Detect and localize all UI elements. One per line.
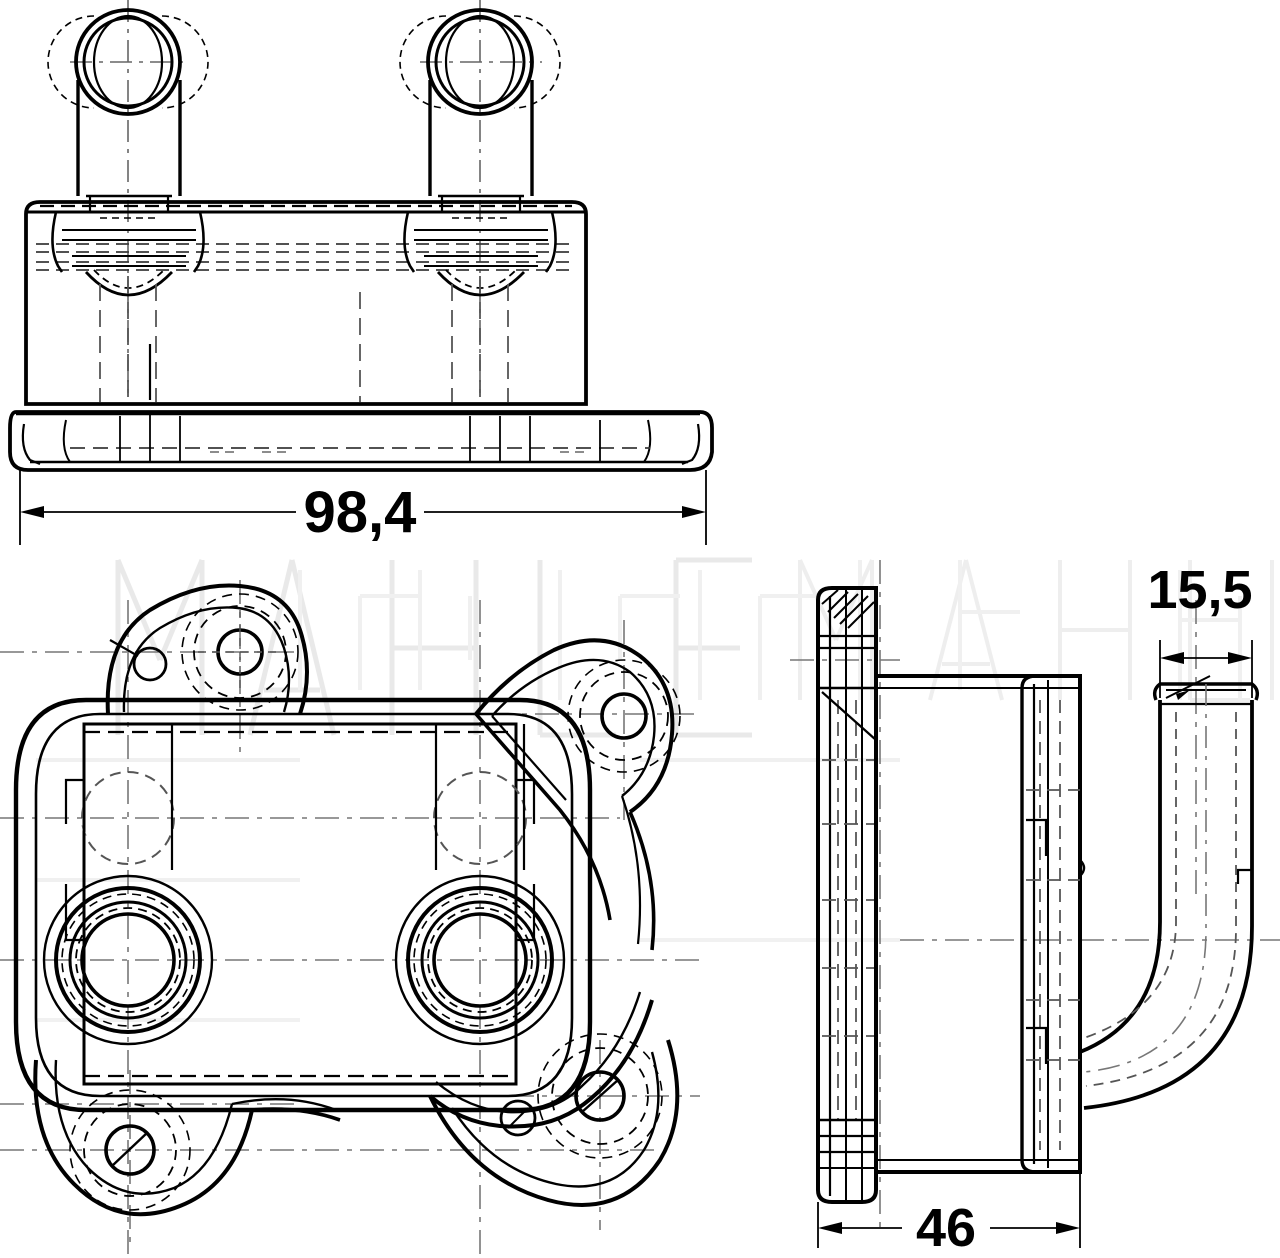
mounting-lug-bottom-right (428, 991, 680, 1207)
dim-arrow-left (20, 506, 44, 518)
mounting-lug-top-right (474, 638, 681, 951)
side-view: 15,5 46 (790, 560, 1280, 1258)
dim-depth-arrow-right (1056, 1222, 1080, 1234)
mounting-lug-bottom-left (33, 1059, 341, 1217)
dimension-depth-label: 46 (916, 1198, 976, 1258)
dimension-port-label: 15,5 (1147, 560, 1252, 620)
port-projection-walls (82, 724, 526, 870)
dimension-width-label: 98,4 (304, 480, 417, 545)
dim-arrow-right (682, 506, 706, 518)
mahle-watermark (36, 557, 1274, 1022)
body-hidden-lines (99, 276, 509, 402)
port-boss-left (51, 194, 205, 297)
dimension-port: 15,5 (1147, 560, 1253, 698)
plan-outer-contour (13, 697, 593, 1113)
top-view: 98,4 (8, 0, 714, 545)
side-flange-plate (816, 586, 878, 1204)
dim-port-arrow-right (1228, 652, 1252, 664)
base-flange-elevation (8, 410, 714, 472)
dimension-width: 98,4 (19, 470, 707, 545)
large-bore-left (42, 874, 214, 1046)
plan-view (0, 580, 700, 1258)
port-boss-right (403, 194, 557, 297)
outlet-pipe-bend (1079, 675, 1260, 1110)
mounting-lug-top-left (105, 583, 309, 715)
dimension-depth: 46 (817, 1172, 1081, 1258)
cooler-body-elevation (24, 200, 588, 406)
dim-depth-arrow-left (818, 1222, 842, 1234)
dim-port-arrow-left (1160, 652, 1184, 664)
large-bore-right (394, 874, 566, 1046)
port-projection-circles (81, 771, 527, 865)
port-stub-left (47, 8, 209, 196)
port-stub-right (399, 8, 561, 196)
